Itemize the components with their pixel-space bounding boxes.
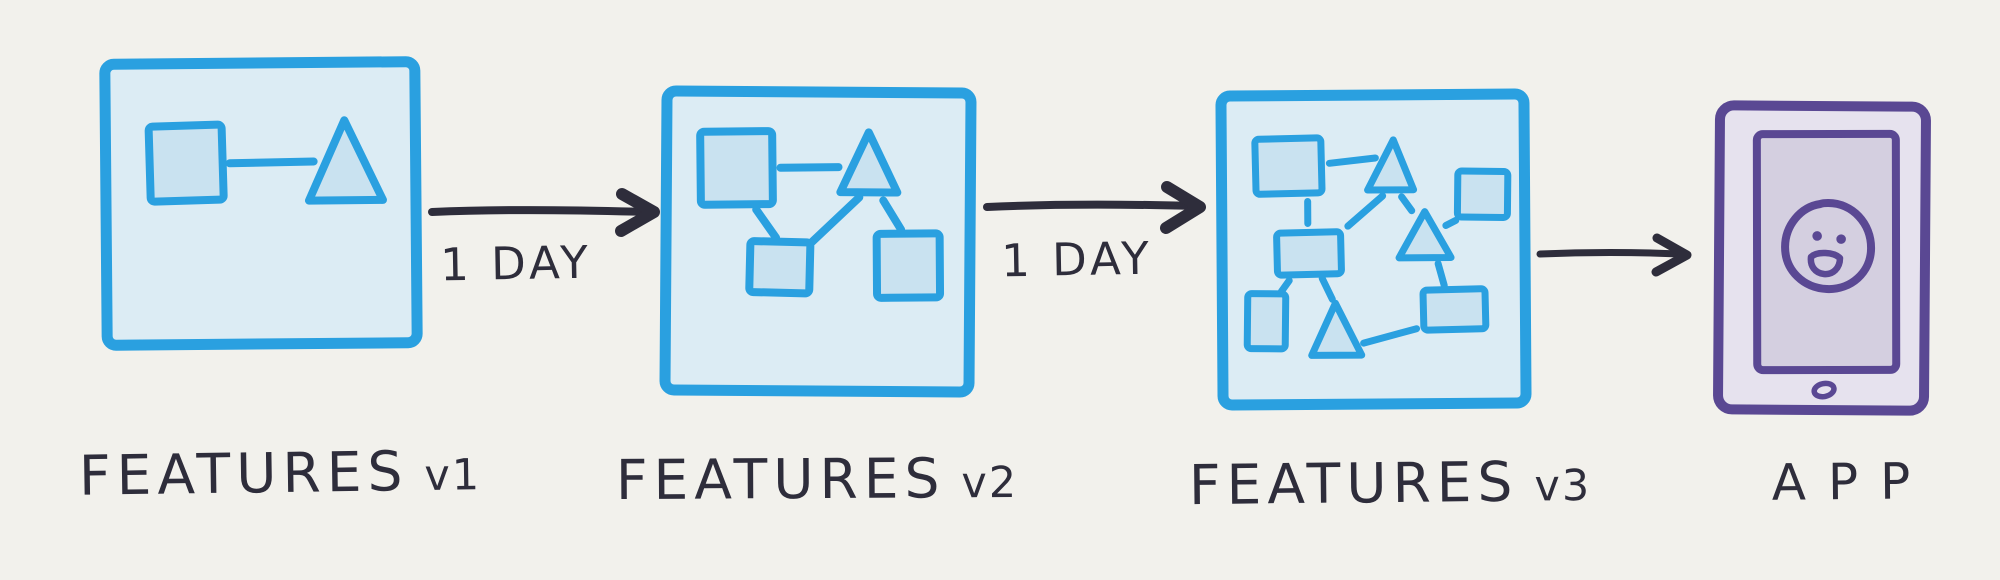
arrow-3-icon [1536,233,1692,277]
connector-line [879,196,906,234]
dashed-connector-line [1360,325,1421,347]
smile-mouth [1807,249,1844,278]
connector-line [752,205,781,242]
smiley-face-icon [1781,199,1876,294]
label-features-v1: FEATURES v1 [78,438,481,508]
label-features-v3: FEATURES v3 [1189,449,1592,517]
panel-features-v3 [1215,88,1532,411]
label-features-v2: FEATURES v2 [616,446,1018,512]
connector-line [776,163,843,172]
rectangle-node-icon [1243,290,1290,353]
dashed-connector-line [1318,274,1336,303]
arrow-head [1160,181,1206,234]
label-version: v1 [424,450,482,501]
dashed-connector-line [1325,154,1379,167]
home-button-icon [1811,380,1837,400]
arrow-shaft [428,206,652,216]
arrow-1-icon [428,188,660,237]
label-version: v2 [961,457,1019,509]
square-node-icon [1251,134,1326,198]
arrow-shaft [1536,249,1684,258]
label-version: v3 [1534,460,1592,512]
triangle-node-icon [1395,208,1455,262]
square-node-icon [872,229,945,302]
label-title: FEATURES [78,439,409,508]
panel-features-v2 [659,85,977,398]
square-node-icon [745,237,815,298]
rectangle-node-icon [1273,228,1345,279]
triangle-node-icon [836,128,902,197]
arrow-2-label: 1 DAY [1000,231,1154,288]
dashed-connector-line [1434,260,1448,290]
label-app: APP [1771,452,1933,512]
square-node-icon [1453,167,1512,221]
arrow-head [615,188,660,237]
panel-features-v1 [99,56,423,351]
label-title: FEATURES [1188,449,1519,518]
square-node-icon [696,127,777,209]
arrow-shaft [983,200,1200,211]
square-node-icon [144,120,228,206]
left-eye [1812,231,1822,241]
dashed-connector-line [1398,193,1416,215]
dashed-connector-line [1344,192,1387,230]
arrow-2-icon [983,181,1206,234]
phone-icon [1713,100,1931,416]
triangle-node-icon [304,116,387,205]
connector-line [225,157,318,168]
rectangle-node-icon [1419,285,1490,334]
face-outline [1781,199,1876,294]
arrow-1-label: 1 DAY [439,235,593,292]
dashed-connector-line [1442,216,1460,229]
dashed-connector-line [1277,277,1293,296]
triangle-node-icon [1364,136,1418,194]
right-eye [1836,234,1846,244]
triangle-node-icon [1308,299,1366,359]
connector-line [808,193,864,246]
label-title: FEATURES [615,446,946,513]
arrow-head [1651,233,1692,277]
